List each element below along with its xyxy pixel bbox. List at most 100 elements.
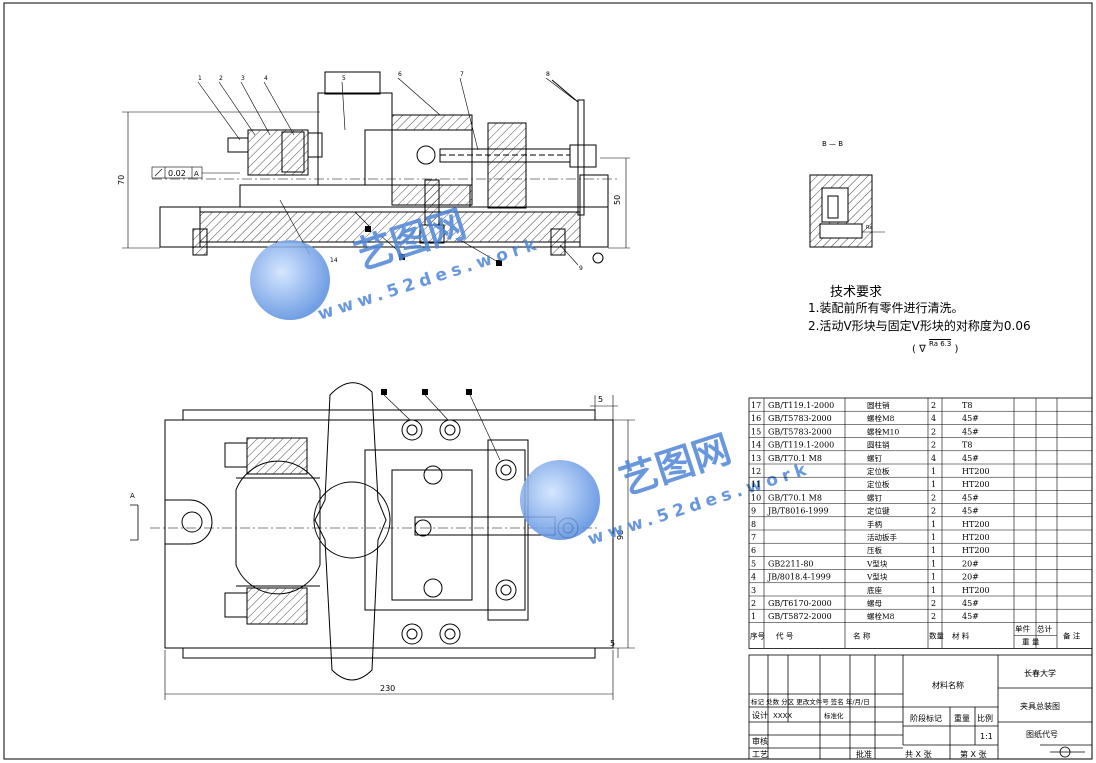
roughness-symbol-icon: ∇ [919,344,926,355]
bom-cell-no: 11 [751,480,761,489]
tolerance-datum: A [194,170,199,178]
bom-cell-mat: HT200 [962,480,990,489]
bom-cell-mat: HT200 [962,520,990,529]
sheet-border [3,2,1093,760]
bom-cell-qty: 1 [931,480,936,489]
section-view [809,174,885,248]
bom-cell-qty: 1 [931,559,936,568]
roughness-close: ) [954,344,959,355]
watermark-globe-icon-2 [520,460,600,540]
bom-cell-name: 螺栓M8 [867,413,895,423]
bom-cell-qty: 2 [931,401,936,410]
roughness-note: ( ∇ Ra 6.3 ) [912,339,959,355]
dim-height-50: 50 [613,195,622,205]
section-label: B — B [822,140,843,148]
front-black-squares [365,226,502,266]
bom-cell-name: 螺钉 [867,492,882,502]
bom-cell-name: 定位板 [867,479,890,489]
bom-cell-qty: 1 [931,520,936,529]
bom-cell-no: 9 [751,507,756,516]
top-view [150,382,614,681]
watermark-globe-icon [250,240,330,320]
balloon-4: 4 [264,75,268,82]
bom-cell-mat: HT200 [962,586,990,595]
bom-cell-mat: HT200 [962,546,990,555]
bom-cell-qty: 1 [931,573,936,582]
scale-value: 1:1 [980,732,993,741]
bom-cell-code: GB/T70.1 M8 [768,493,822,502]
approve-label: 批准 [856,749,872,759]
bom-cell-name: 手柄 [867,519,882,529]
bom-cell-mat: 45# [962,493,979,502]
bom-cell-name: V型块 [866,572,888,582]
bom-cell-mat: T8 [962,401,972,410]
dim-height-70: 70 [117,175,126,185]
bom-cell-no: 6 [751,546,756,555]
bom-cell-qty: 2 [931,507,936,516]
bom-cell-code: GB/T5783-2000 [768,427,832,436]
bom-cell-code: GB2211-80 [768,559,814,568]
title-block [748,654,1093,760]
sheets-total: 共 X 张 [905,750,932,759]
bom-cell-code: GB/T119.1-2000 [768,401,834,410]
bom-cell-code: GB/T6170-2000 [768,599,832,608]
bom-cell-mat: HT200 [962,467,990,476]
bom-header-remark: 备 注 [1063,630,1081,640]
bom-cell-mat: 45# [962,414,979,423]
roughness-value: Ra 6.3 [928,339,952,348]
bom-cell-qty: 2 [931,599,936,608]
bom-cell-mat: 45# [962,507,979,516]
view-a-label: A [130,492,135,500]
tech-line-2: 2.活动V形块与固定V形块的对称度为0.06 [808,319,1031,333]
top-view-squares [381,389,472,395]
balloon-14: 14 [330,257,338,264]
tech-title: 技术要求 [830,285,883,300]
bom-cell-name: 定位键 [867,506,890,516]
front-view [152,71,620,264]
bom-cell-mat: 20# [962,573,979,582]
dim-width-5-bottom: 5 [610,639,615,648]
bom-cell-no: 10 [751,493,761,502]
bom-cell-name: 螺母 [867,598,882,608]
roughness-open: ( [912,344,916,355]
bom-header-no: 序号 [750,630,765,640]
bom-cell-no: 5 [751,559,756,568]
balloon-7: 7 [460,71,464,78]
bom-cell-name: 圆柱销 [867,440,890,450]
material-name-label: 材料名称 [932,680,964,690]
bom-cell-mat: T8 [962,441,972,450]
title-block-text: 材料名称 长春大学 夹具总装图 图纸代号 标记 处数 分区 更改文件号 签名 年… [751,668,1060,759]
bom-cell-mat: HT200 [962,533,990,542]
bom-cell-code: GB/T119.1-2000 [768,441,834,450]
bom-header-total: 总计 [1037,623,1053,633]
bom-cell-code: JB/8018.4-1999 [767,573,831,582]
bom-cell-name: 螺栓M8 [867,611,895,621]
bom-cell-qty: 2 [931,493,936,502]
section-roughness: Ra [866,225,872,231]
front-balloon-labels: 1 2 3 4 5 6 7 8 9 14 [198,71,583,272]
balloon-3: 3 [241,75,245,82]
tolerance-value: 0.02 [168,169,186,178]
dim-width-230: 230 [380,684,395,693]
bom-header-single: 单件 [1015,623,1031,633]
dim-width-5-top: 5 [598,395,603,404]
bom-cell-mat: 45# [962,612,979,621]
bom-header-weight: 重 量 [1022,637,1040,646]
balloon-9: 9 [579,265,583,272]
stage-label: 阶段标记 [910,713,942,723]
bom-cell-name: 圆柱销 [867,400,890,410]
bom-cell-no: 13 [751,454,761,463]
bom-cell-code: GB/T70.1 M8 [768,454,822,463]
bom-cell-no: 2 [751,599,756,608]
bom-header-qty: 数量 [929,630,944,640]
bom-cell-qty: 4 [931,454,936,463]
dim-height-98: 98 [616,530,625,540]
school-name: 长春大学 [1024,668,1056,678]
bom-cell-qty: 1 [931,467,936,476]
balloon-6: 6 [398,71,402,78]
bom-header-code: 代 号 [776,630,793,640]
bom-cell-no: 3 [751,586,756,595]
process-label: 工艺 [752,750,768,759]
bom-cell-no: 15 [751,427,761,436]
bom-cell-no: 1 [751,612,756,621]
